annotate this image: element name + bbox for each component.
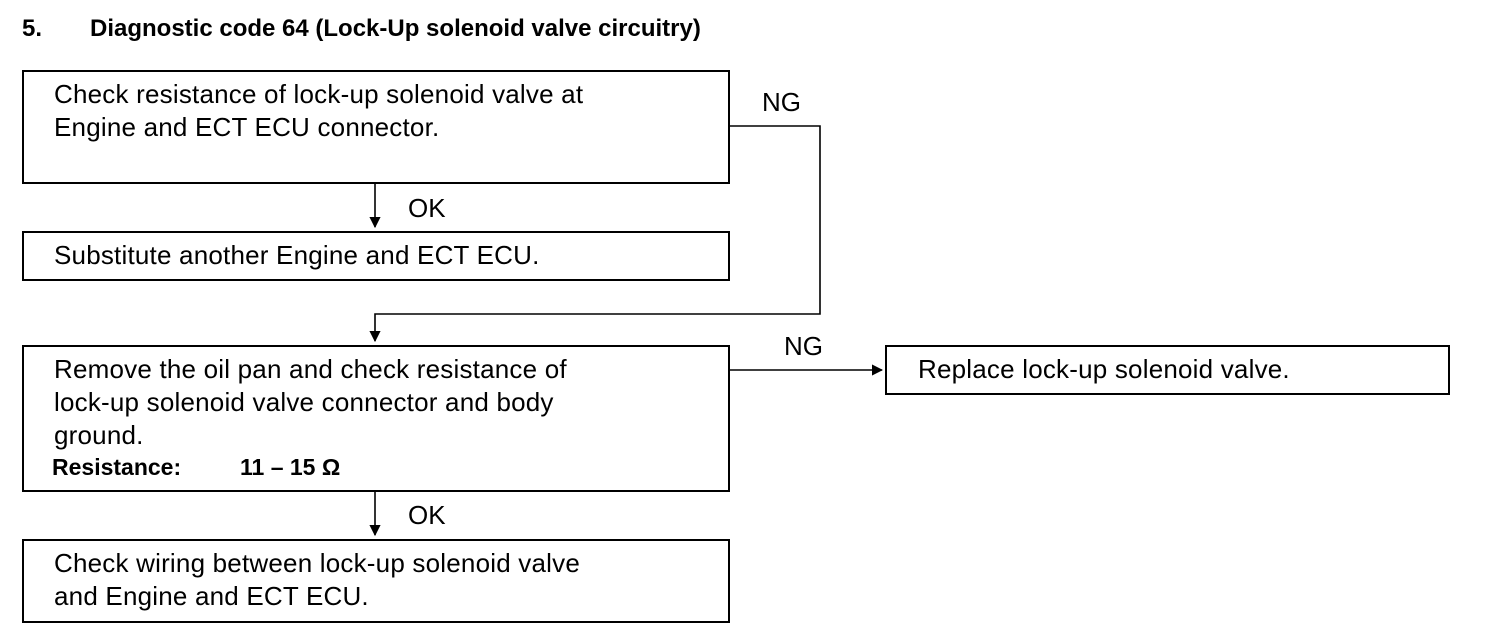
connector-ng-1: [369, 125, 821, 343]
step-check-wiring: [22, 539, 730, 623]
resistance-label: Resistance:: [52, 454, 182, 480]
step-remove-oil-pan: [22, 345, 730, 492]
step-substitute-ecu-line1: Substitute another Engine and ECT ECU.: [54, 240, 540, 270]
step-substitute-ecu: [22, 231, 730, 281]
step-remove-oil-pan-line2: lock-up solenoid valve connector and bod…: [54, 387, 554, 417]
resistance-value: 11 – 15 Ω: [240, 454, 341, 480]
section-number: 5.: [22, 15, 43, 42]
edge-label-ng-1: NG: [762, 87, 801, 117]
step-replace-valve: [885, 345, 1450, 395]
step-check-wiring-line1: Check wiring between lock-up solenoid va…: [54, 548, 580, 578]
page-title: Diagnostic code 64 (Lock-Up solenoid val…: [90, 15, 701, 42]
step-check-resistance-ecu-line2: Engine and ECT ECU connector.: [54, 112, 440, 142]
step-replace-valve-line1: Replace lock-up solenoid valve.: [918, 354, 1290, 384]
step-check-resistance-ecu: [22, 70, 730, 184]
edge-label-ok-1: OK: [408, 193, 446, 223]
step-remove-oil-pan-line3: ground.: [54, 420, 144, 450]
step-check-resistance-ecu-line1: Check resistance of lock-up solenoid val…: [54, 79, 584, 109]
step-remove-oil-pan-line1: Remove the oil pan and check resistance …: [54, 354, 567, 384]
edge-label-ng-2: NG: [784, 331, 823, 361]
edge-label-ok-2: OK: [408, 500, 446, 530]
step-check-wiring-line2: and Engine and ECT ECU.: [54, 581, 369, 611]
